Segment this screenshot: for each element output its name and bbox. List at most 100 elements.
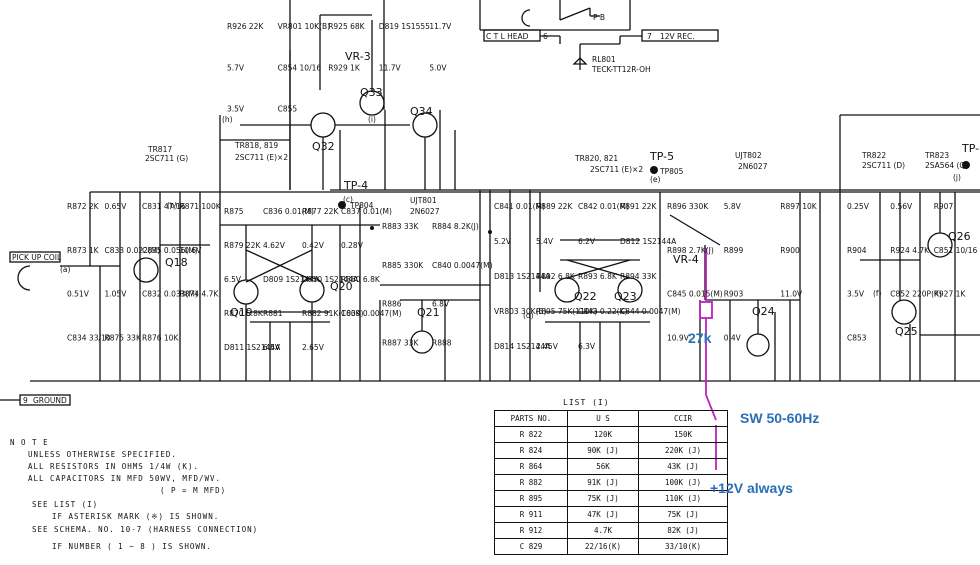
component-label: R896 330K	[667, 202, 709, 211]
cell-part: R 824	[494, 442, 568, 459]
component-label: VR803 30K(B)	[494, 307, 547, 316]
component-label: R924 4.7K	[890, 246, 930, 255]
tp5-label: TP-5	[649, 150, 674, 163]
node-label: (h)	[222, 115, 233, 124]
component-label: R903	[724, 290, 744, 299]
component-label: C840 0.0047(M)	[432, 261, 493, 270]
ujt801-label: UJT801	[410, 196, 437, 205]
component-label: C852 220P(K)	[890, 290, 942, 299]
tr820-label: TR820, 821	[574, 154, 618, 163]
transistor-label-q23: Q23	[614, 290, 637, 303]
component-label: C853	[847, 333, 867, 342]
component-label: R889 22K	[536, 202, 573, 211]
cell-part: R 912	[494, 522, 568, 539]
cell-part: C 829	[494, 538, 568, 555]
cell-ccir: 43K (J)	[638, 458, 728, 475]
node-label: (b)	[167, 201, 178, 210]
note-line-8: IF NUMBER ( 1 ~ 8 ) IS SHOWN.	[52, 542, 212, 551]
component-label: 11.0V	[780, 290, 803, 299]
component-label: R884 8.2K(J)	[432, 222, 479, 231]
list-title: LIST (I)	[563, 398, 610, 407]
component-label: 5.2V	[494, 237, 512, 246]
transistor-label-q19: Q19	[230, 306, 253, 319]
component-label: 11.7V	[429, 22, 452, 31]
component-label: C834 33/10	[67, 333, 111, 342]
cell-us: 120K	[567, 426, 639, 443]
component-label: 6.3V	[578, 342, 596, 351]
component-label: 5.0V	[429, 63, 447, 72]
note-line-4: ( P = M MFD)	[160, 486, 227, 495]
note-line-6: IF ASTERISK MARK (※) IS SHOWN.	[52, 512, 220, 521]
tp5-dot	[650, 166, 658, 174]
rec-label: 12V REC.	[660, 32, 695, 41]
note-line-2: ALL RESISTORS IN OHMS 1/4W (K).	[28, 462, 199, 471]
cell-ccir: 220K (J)	[638, 442, 728, 459]
note-line-1: UNLESS OTHERWISE SPECIFIED.	[28, 450, 177, 459]
component-label: D819 1S1555	[379, 22, 430, 31]
component-label: C855	[278, 105, 298, 114]
transistor-label-q21: Q21	[417, 306, 440, 319]
cell-us: 91K (J)	[567, 474, 639, 491]
transistor-label-q33: Q33	[360, 86, 383, 99]
component-label: R883 33K	[382, 222, 419, 231]
transistor-label-q24: Q24	[752, 305, 775, 318]
component-label: 2.65V	[302, 343, 325, 352]
cell-part: R 822	[494, 426, 568, 443]
component-label: 3.5V	[847, 290, 865, 299]
component-label: 5.4V	[536, 237, 554, 246]
tr823-label: TR823	[924, 151, 949, 160]
component-label: C836 0.01(M)	[263, 207, 314, 216]
component-label: R900	[780, 246, 800, 255]
component-label: 6.5V	[224, 275, 242, 284]
component-label: 4.62V	[263, 241, 286, 250]
component-label: C839 0.0047(M)	[341, 309, 402, 318]
ujt802-label: UJT802	[735, 151, 762, 160]
tp6-dot	[962, 161, 970, 169]
cell-us: 22/16(K)	[567, 538, 639, 555]
component-label: C833 0.022(M)	[105, 246, 161, 255]
component-label: D811 1S2144A	[224, 343, 281, 352]
table-header-row: PARTS NO. U S CCIR	[494, 410, 728, 427]
component-label: R887 33K	[382, 338, 419, 347]
cell-part: R 864	[494, 458, 568, 475]
col-parts-no: PARTS NO.	[494, 410, 568, 427]
cell-part: R 895	[494, 490, 568, 507]
tr822-part: 2SC711 (D)	[862, 161, 905, 170]
tp4-tag: TP804	[349, 201, 374, 210]
relay-label: RL801	[592, 55, 616, 64]
component-label: R894 33K	[620, 272, 657, 281]
cell-ccir: 75K (J)	[638, 506, 728, 523]
tr817-label: TR817	[147, 145, 172, 154]
component-label: C841 0.01(M)	[494, 202, 545, 211]
component-label: R907	[934, 202, 954, 211]
component-label: R874 4.7K	[180, 290, 220, 299]
node-label: (e)	[650, 175, 661, 184]
ground-pin: 9	[23, 396, 28, 405]
transistor-label-q25: Q25	[895, 325, 918, 338]
component-label: R871 100K	[180, 202, 222, 211]
tp6-label: TP-6	[961, 142, 980, 155]
component-label: C851 10/16	[934, 246, 978, 255]
transistor-label-q20: Q20	[330, 280, 353, 293]
cell-ccir: 33/10(K)	[638, 538, 728, 555]
col-ccir: CCIR	[638, 410, 728, 427]
component-label: R880 6.8K	[341, 275, 381, 284]
tr822-label: TR822	[861, 151, 886, 160]
node-label: (i)	[368, 115, 376, 124]
note-line-5: SEE LIST (I)	[32, 500, 99, 509]
component-label: 6.2V	[578, 237, 596, 246]
component-label: D814 1S2144A	[494, 342, 551, 351]
component-label: 11.7V	[379, 63, 402, 72]
component-label: C843 0.22(K)	[578, 307, 627, 316]
component-label: R925 68K	[328, 22, 365, 31]
vr4-label: VR-4	[673, 253, 699, 266]
tr818-part: 2SC711 (E)×2	[235, 153, 288, 162]
component-label: C854 10/16	[278, 63, 322, 72]
component-label: D812 1S2144A	[620, 237, 677, 246]
